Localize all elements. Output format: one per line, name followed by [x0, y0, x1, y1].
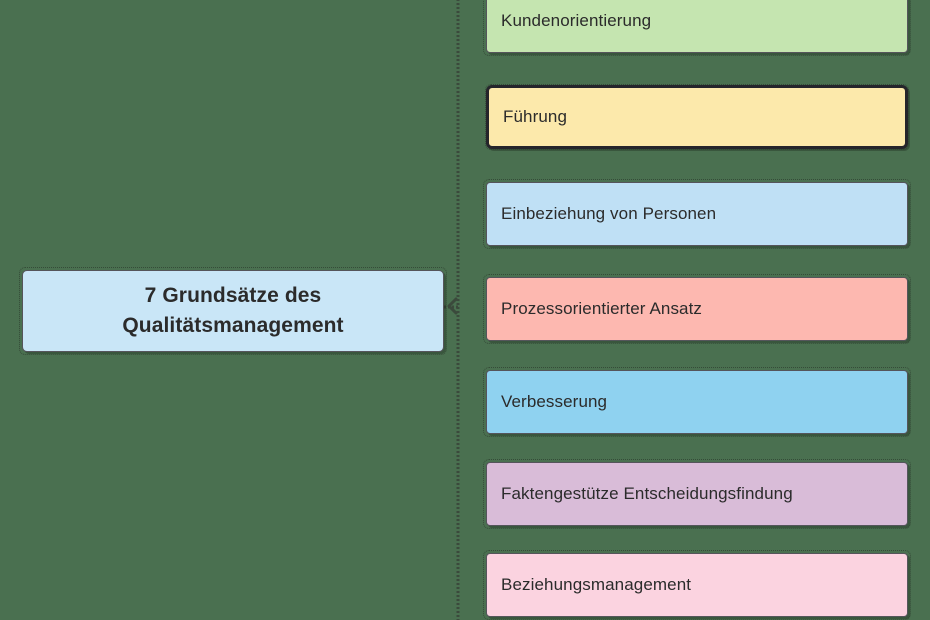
- root-node-label: 7 Grundsätze des Qualitätsmanagement: [122, 283, 344, 337]
- child-node-label: Prozessorientierter Ansatz: [501, 299, 703, 319]
- chevron-left-icon: [447, 297, 458, 315]
- child-node[interactable]: Verbesserung: [483, 367, 911, 437]
- child-node[interactable]: Kundenorientierung: [483, 0, 911, 56]
- child-node-label: Beziehungsmanagement: [501, 575, 692, 595]
- child-node-label: Faktengestütze Entscheidungsfindung: [501, 484, 793, 504]
- child-node-label: Führung: [503, 107, 568, 127]
- child-node[interactable]: Einbeziehung von Personen: [483, 179, 911, 249]
- child-node-label: Verbesserung: [501, 392, 608, 412]
- child-node[interactable]: Beziehungsmanagement: [483, 550, 911, 620]
- root-node[interactable]: 7 Grundsätze des Qualitätsmanagement: [19, 267, 447, 355]
- child-node[interactable]: Prozessorientierter Ansatz: [483, 274, 911, 344]
- child-node[interactable]: Faktengestütze Entscheidungsfindung: [483, 459, 911, 529]
- child-node-label: Kundenorientierung: [501, 11, 652, 31]
- child-node-label: Einbeziehung von Personen: [501, 204, 717, 224]
- child-node[interactable]: Führung: [485, 84, 909, 150]
